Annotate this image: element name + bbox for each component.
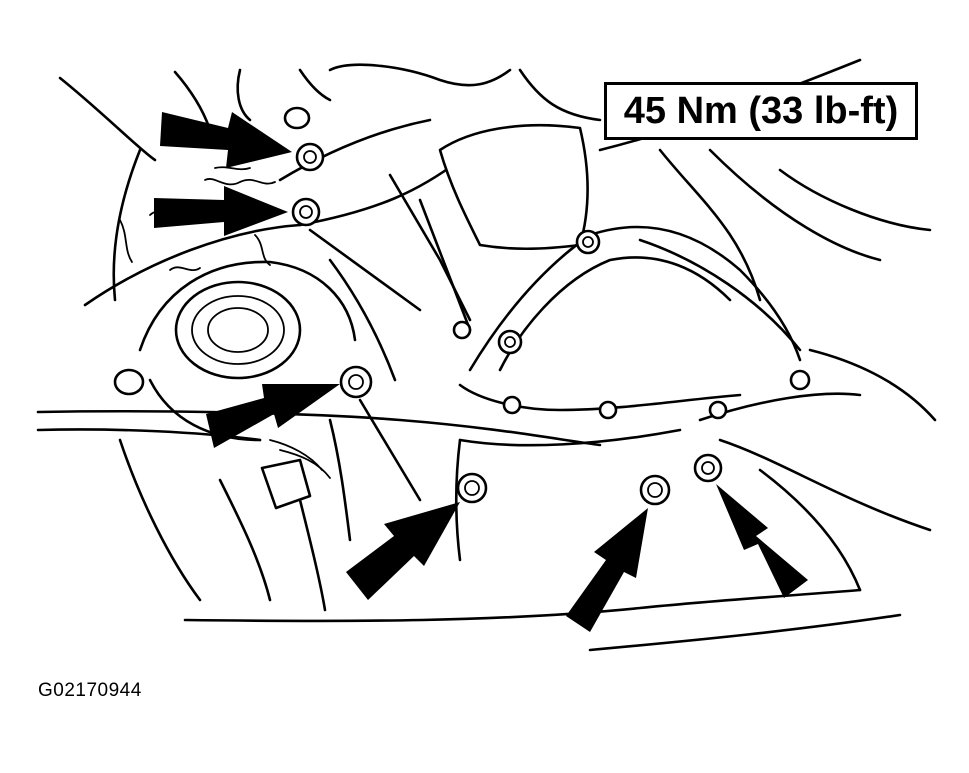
bolts <box>291 142 811 506</box>
bolt-icon <box>456 472 488 504</box>
arrow-icon <box>154 186 288 236</box>
arrow-icon <box>160 112 292 168</box>
pointer-arrows <box>154 112 808 632</box>
arrow-icon <box>346 502 460 600</box>
arrow-icon <box>206 384 340 448</box>
bolt-icon <box>639 474 671 506</box>
torque-spec-label: 45 Nm (33 lb-ft) <box>604 82 918 140</box>
bolt-icon <box>693 453 723 483</box>
bolt-icon <box>339 365 373 399</box>
bolt-icon <box>452 320 472 340</box>
arrow-icon <box>716 484 808 598</box>
bolt-icon <box>295 142 325 172</box>
bolt-icon <box>575 229 601 255</box>
housing-outline <box>36 58 937 652</box>
bolt-icon <box>497 329 523 355</box>
bolt-icon <box>291 197 321 227</box>
figure-id: G02170944 <box>38 680 142 701</box>
bolt-icon <box>789 369 811 391</box>
bolt-icon <box>598 400 618 420</box>
bolt-icon <box>502 395 522 415</box>
arrow-icon <box>566 508 648 632</box>
bolt-icon <box>708 400 728 420</box>
